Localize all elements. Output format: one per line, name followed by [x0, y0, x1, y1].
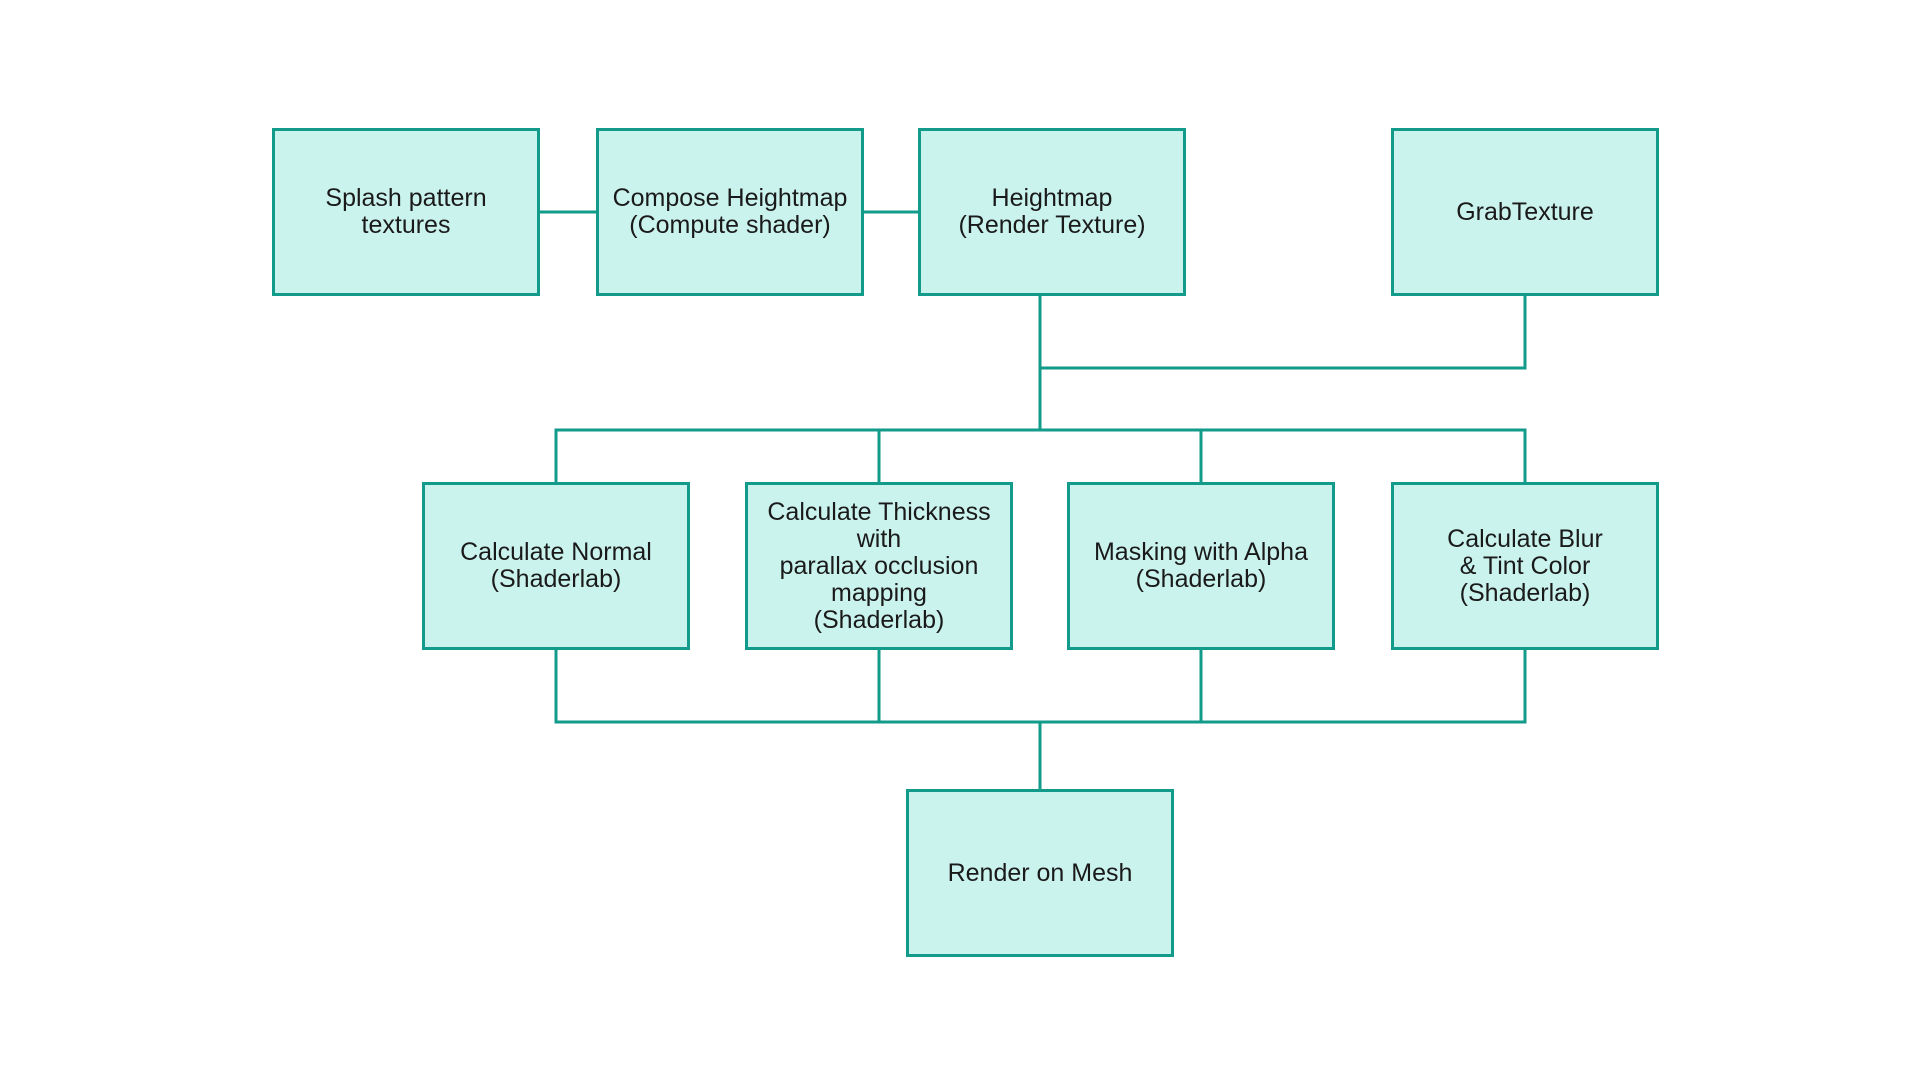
node-calculate-normal: Calculate Normal (Shaderlab): [422, 482, 690, 650]
node-calculate-blur-tint: Calculate Blur & Tint Color (Shaderlab): [1391, 482, 1659, 650]
node-render-on-mesh: Render on Mesh: [906, 789, 1174, 957]
node-label: Calculate Normal (Shaderlab): [460, 538, 652, 593]
node-heightmap: Heightmap (Render Texture): [918, 128, 1186, 296]
node-label: GrabTexture: [1456, 197, 1594, 226]
connectors: [538, 210, 1527, 791]
node-label: Masking with Alpha (Shaderlab): [1093, 538, 1308, 593]
node-calculate-thickness: Calculate Thickness with parallax occlus…: [745, 482, 1013, 650]
node-label: Compose Heightmap (Compute shader): [612, 184, 848, 239]
node-label: Calculate Blur & Tint Color (Shaderlab): [1447, 524, 1603, 607]
node-label: Heightmap (Render Texture): [958, 184, 1146, 239]
node-masking-with-alpha: Masking with Alpha (Shaderlab): [1067, 482, 1335, 650]
node-label: Calculate Thickness with parallax occlus…: [767, 497, 991, 634]
node-label: Splash pattern textures: [325, 184, 487, 239]
node-label: Render on Mesh: [947, 858, 1133, 887]
node-splash-pattern-textures: Splash pattern textures: [272, 128, 540, 296]
node-grabtexture: GrabTexture: [1391, 128, 1659, 296]
node-compose-heightmap: Compose Heightmap (Compute shader): [596, 128, 864, 296]
